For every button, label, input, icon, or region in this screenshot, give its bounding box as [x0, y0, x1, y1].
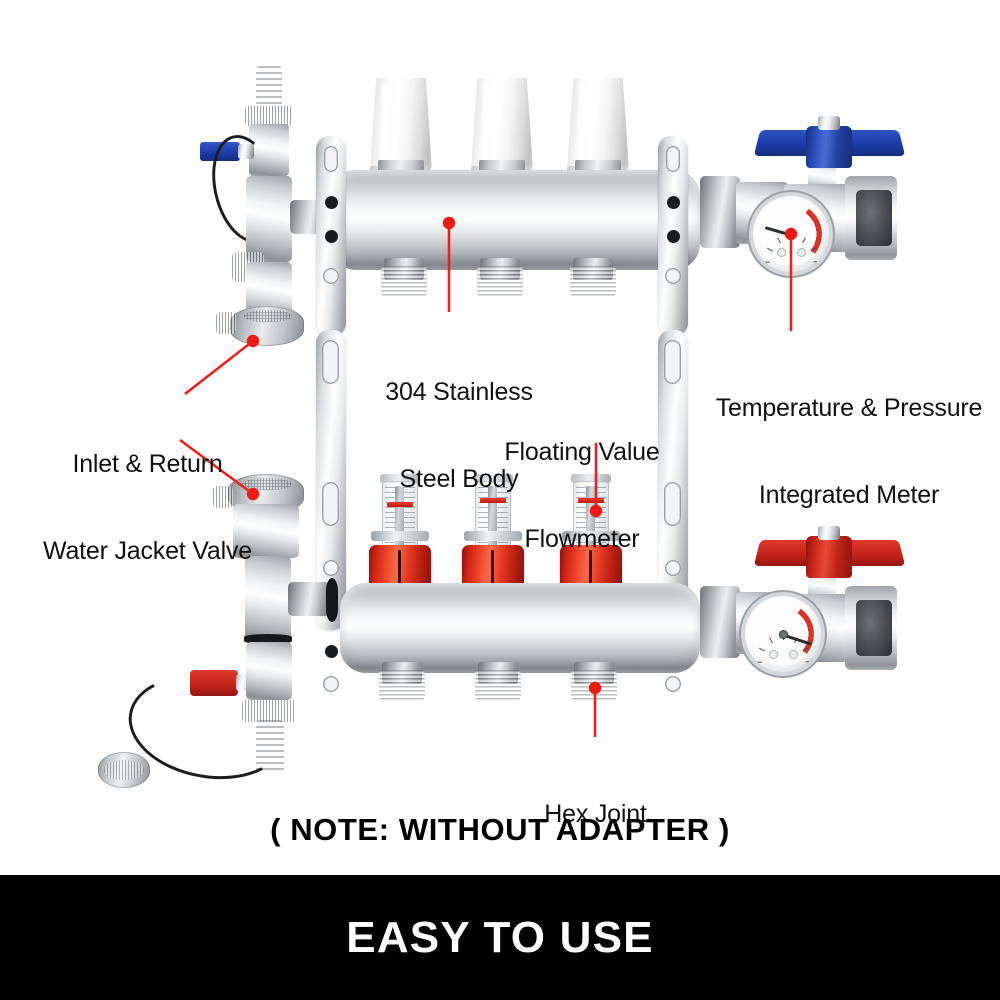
o-ring [326, 578, 338, 622]
callout-line-2: Integrated Meter [758, 481, 940, 509]
valve-body-mid [246, 176, 292, 262]
handle-nut [818, 526, 840, 540]
pressure-temperature-gauge [745, 596, 821, 672]
dust-cap [98, 752, 150, 788]
valve-body-upper [249, 124, 289, 176]
leader-line-inlet-return-top [184, 339, 254, 396]
valve-outlet-bore [856, 190, 892, 246]
union-nut [700, 176, 740, 248]
hex-joint-nipple [475, 670, 521, 702]
valve-cap-ring [479, 160, 525, 173]
flowmeter-cap [380, 474, 420, 483]
bracket-hole-light [323, 268, 339, 284]
hex-joint-nipple [570, 266, 616, 298]
bracket-slot [664, 340, 681, 384]
callout-line-2: Flowmeter [524, 525, 640, 553]
drain-cock-stem [238, 144, 254, 159]
flowmeter-flange [562, 531, 620, 541]
valve-cap [471, 78, 533, 170]
handle-nut [818, 116, 840, 130]
bracket-hole [325, 196, 338, 209]
valve-cap-ring [575, 160, 621, 173]
bracket-hole-light [323, 676, 339, 692]
bracket-slot [666, 146, 680, 172]
return-manifold-bar [340, 583, 700, 673]
valve-tee-branch [288, 582, 330, 616]
flowmeter-stem [395, 486, 404, 548]
drain-cock-blue [200, 142, 240, 161]
flowmeter-float [480, 498, 506, 503]
handle-hub [806, 536, 852, 578]
bracket-hole [325, 230, 338, 243]
hex-joint-nipple [379, 670, 425, 702]
callout-line-1: Temperature & Pressure [715, 394, 983, 422]
callout-label-floating-value-flowmeter: Floating Value Flowmeter [483, 380, 681, 612]
hex-joint-nipple [477, 266, 523, 298]
callout-line-1: Floating Value [504, 438, 660, 466]
knurled-nut [245, 106, 293, 126]
valve-body-lower [246, 642, 292, 700]
bottom-banner: EASY TO USE [0, 875, 1000, 1000]
callout-line-1: 304 Stainless [385, 378, 533, 406]
gauge-center-pin [786, 229, 796, 239]
callout-label-inlet-return-valve: Inlet & Return Water Jacket Valve [40, 392, 255, 624]
valve-body-mid [245, 556, 291, 644]
callout-label-temperature-pressure-meter: Temperature & Pressure Integrated Meter [700, 336, 998, 568]
union-nut [700, 586, 740, 658]
gauge-center-pin [778, 629, 788, 639]
dust-cap-knurl [104, 760, 144, 780]
gauge-subdial [777, 248, 786, 257]
vent-side-screw [216, 312, 236, 334]
hose-barb [256, 66, 282, 106]
air-vent-mesh [244, 310, 292, 322]
valve-cap [567, 78, 629, 170]
handle-hub [806, 126, 852, 168]
bracket-slot [322, 340, 339, 384]
bracket-hole [667, 230, 680, 243]
supply-manifold-bar [330, 170, 700, 270]
flowmeter-cap [473, 474, 513, 483]
valve-outlet-bore [856, 600, 892, 656]
valve-cap [370, 78, 432, 170]
banner-text: EASY TO USE [346, 912, 654, 962]
hose-barb [256, 720, 284, 772]
bracket-hole-light [665, 268, 681, 284]
callout-label-stainless-steel-body: 304 Stainless Steel Body [369, 320, 549, 552]
flowmeter-stem [488, 486, 497, 548]
hex-joint-nipple [381, 266, 427, 298]
air-vent-mesh [242, 478, 292, 490]
callout-line-2: Steel Body [399, 465, 519, 493]
bracket-hole-light [323, 560, 339, 576]
flowmeter-flange [371, 531, 429, 541]
bracket-hole-light [665, 560, 681, 576]
bracket-hole-light [665, 676, 681, 692]
bracket-hole [325, 645, 338, 658]
knurled-nut [242, 700, 296, 722]
valve-cap-ring [378, 160, 424, 173]
bracket-hole [667, 196, 680, 209]
callout-line-1: Inlet & Return [72, 450, 223, 478]
flowmeter-cap [571, 474, 611, 483]
bracket-slot [664, 482, 681, 526]
air-vent-head [230, 306, 304, 346]
flowmeter-float [578, 498, 604, 503]
bracket-slot [322, 482, 339, 526]
gauge-subdial [797, 248, 806, 257]
gauge-subdial [789, 650, 798, 659]
note-without-adapter: ( NOTE: WITHOUT ADAPTER ) [270, 812, 730, 847]
bracket-slot [324, 146, 338, 172]
pressure-temperature-gauge [753, 196, 829, 272]
hex-joint-nipple [571, 670, 617, 702]
flowmeter-flange [464, 531, 522, 541]
o-ring [244, 634, 292, 644]
vent-barrel [233, 504, 299, 558]
callout-line-2: Water Jacket Valve [43, 537, 252, 565]
callout-label-hex-joint: Hex Joint [523, 742, 668, 887]
drain-cock-red [190, 670, 238, 696]
callout-line-1: Hex Joint [544, 800, 647, 828]
gauge-subdial [769, 650, 778, 659]
flowmeter-float [387, 502, 413, 507]
